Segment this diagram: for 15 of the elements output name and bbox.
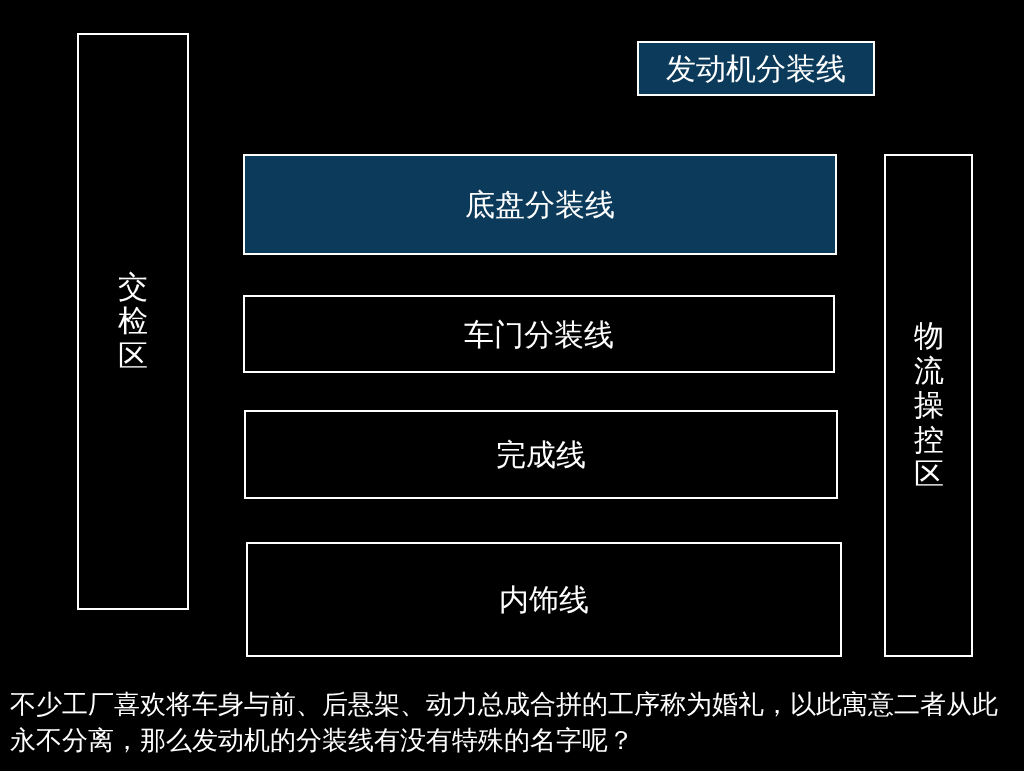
caption: 不少工厂喜欢将车身与前、后悬架、动力总成合拼的工序称为婚礼，以此寓意二者从此永不分离，那么发动机的分装线有没有特殊的名字呢？ (10, 688, 999, 757)
area-label: 底盘分装线 (465, 188, 615, 221)
area-label: 发动机分装线 (666, 52, 846, 85)
area-box (884, 154, 973, 657)
area-label: 完成线 (496, 438, 586, 471)
area-label: 车门分装线 (464, 317, 614, 351)
area-box (77, 33, 189, 610)
area-box (243, 154, 837, 255)
area-box (243, 295, 835, 373)
area-box (244, 410, 838, 499)
area-box (637, 41, 875, 96)
area-label: 内饰线 (499, 583, 589, 616)
area-label: 物流操控区 (912, 319, 945, 492)
area-box (246, 542, 842, 657)
area-label: 交检区 (117, 269, 149, 374)
